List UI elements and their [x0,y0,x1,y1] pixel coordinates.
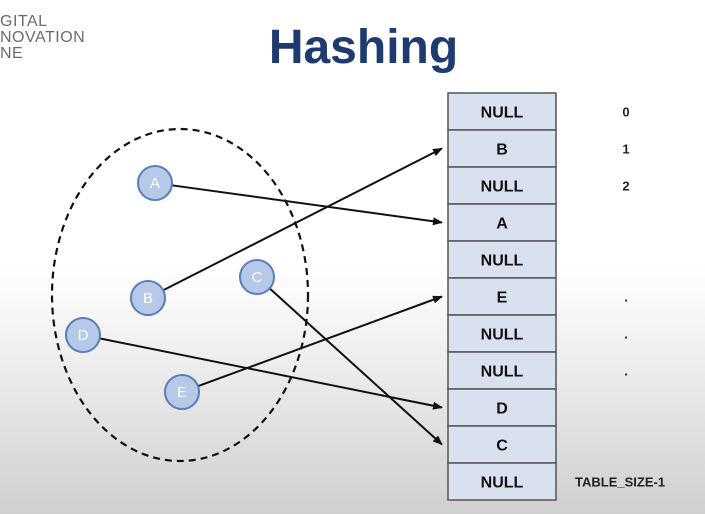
brand-line-2: NOVATION [0,29,86,46]
hash-table: NULL B NULL A NULL E NULL NULL D C NULL [447,92,557,501]
index-label-10: TABLE_SIZE-1 [575,475,665,490]
hash-mapping-arrows [99,147,443,446]
key-node-label: C [252,269,263,286]
table-cell-8: D [447,388,557,427]
table-cell-4: NULL [447,240,557,279]
index-label-0: 0 [622,105,629,120]
table-cell-2: NULL [447,166,557,205]
table-cell-value: C [496,438,508,455]
key-node-C: C [239,259,275,295]
table-cell-value: NULL [481,475,524,492]
table-cell-box [447,351,557,390]
key-node-A: A [137,165,173,201]
key-node-B: B [130,280,166,316]
table-cell-1: B [447,129,557,168]
index-label-6: . [624,327,628,342]
table-cell-value: NULL [481,105,524,122]
slide-title: Hashing [268,21,459,74]
arrow-A-to-slot-3 [171,184,443,226]
arrow-C-to-slot-9 [268,287,443,446]
table-cell-box [447,166,557,205]
index-label-7: . [624,364,628,379]
table-cell-0: NULL [447,92,557,131]
table-cell-value: B [496,142,508,159]
table-cell-box [447,277,557,316]
table-cell-value: NULL [481,364,524,381]
index-label-1: 1 [622,142,629,157]
table-cell-box [447,203,557,242]
table-cell-5: E [447,277,557,316]
table-cell-10: NULL [447,462,557,501]
key-node-circle [239,259,275,295]
table-cell-value: NULL [481,327,524,344]
table-cell-6: NULL [447,314,557,353]
key-node-D: D [65,317,101,353]
table-cell-7: NULL [447,351,557,390]
key-set-ellipse [50,127,310,463]
arrow-B-to-slot-1 [162,147,443,292]
brand-line-3: NE [0,45,24,62]
index-label-5: . [624,290,628,305]
key-node-E: E [164,374,200,410]
table-cell-value: A [496,216,508,233]
table-cell-9: C [447,425,557,464]
arrow-E-to-slot-5 [197,295,443,388]
key-node-label: B [143,290,153,307]
index-label-2: 2 [622,179,629,194]
table-cell-value: NULL [481,179,524,196]
table-cell-box [447,425,557,464]
table-cell-box [447,314,557,353]
key-node-circle [65,317,101,353]
key-node-label: A [150,175,160,192]
key-nodes: A B C D E [65,165,275,410]
table-cell-value: E [497,290,508,307]
table-cell-box [447,462,557,501]
arrow-D-to-slot-8 [99,337,443,410]
key-node-label: E [177,384,187,401]
table-cell-3: A [447,203,557,242]
key-node-label: D [78,327,89,344]
table-cell-box [447,240,557,279]
brand-logo: GITAL NOVATION NE [0,14,85,62]
table-index-labels: 0 1 2... TABLE_SIZE-1 [575,105,665,490]
key-node-circle [137,165,173,201]
brand-line-1: GITAL [0,13,48,30]
key-node-circle [130,280,166,316]
table-cell-value: D [496,401,508,418]
table-cell-value: NULL [481,253,524,270]
table-cell-box [447,92,557,131]
key-node-circle [164,374,200,410]
